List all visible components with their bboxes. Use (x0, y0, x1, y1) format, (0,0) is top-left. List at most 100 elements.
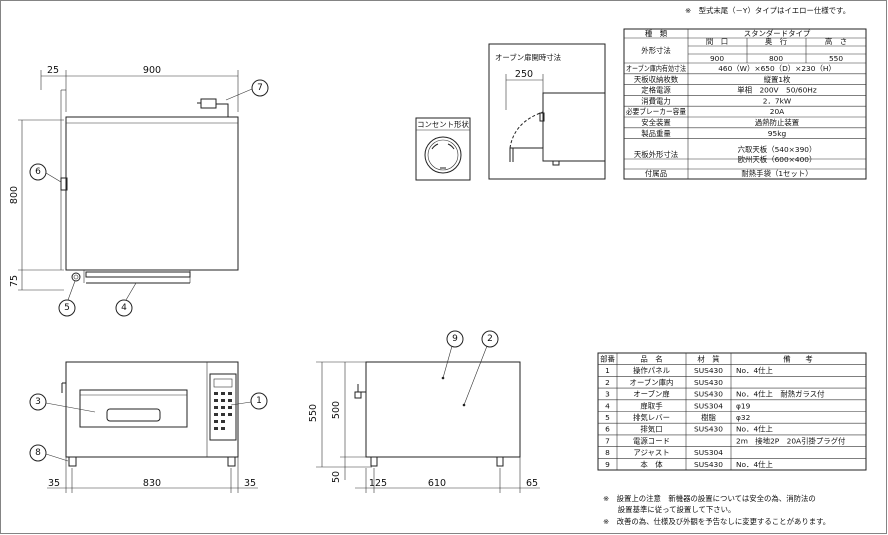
svg-text:六取天板（540×390）: 六取天板（540×390） (738, 145, 817, 154)
callout-8: 8 (29, 444, 69, 462)
parts-header: 材 質 (697, 355, 719, 364)
spec-value: 460（W）×650（D）×230（H） (718, 64, 836, 73)
spec-label: 必要ブレーカー容量 (626, 107, 687, 116)
parts-cell: 9 (605, 460, 610, 469)
parts-cell: 2 (605, 378, 610, 387)
spec-value: 単相 200V 50/60Hz (737, 86, 817, 95)
parts-header: 部番 (600, 355, 615, 364)
parts-cell: 排気レバー (633, 413, 670, 422)
parts-cell: SUS304 (694, 401, 723, 410)
spec-value: 縦置1枚 (764, 75, 791, 84)
parts-cell: No．4仕上 耐熱ガラス付 (736, 390, 825, 399)
side-elevation: 550 500 50 125 610 65 (308, 361, 540, 493)
svg-text:天板外形寸法: 天板外形寸法 (634, 150, 678, 159)
parts-cell: SUS430 (694, 425, 723, 434)
parts-cell: オーブン庫内 (630, 378, 674, 387)
callout-7: 7 (225, 79, 269, 101)
parts-cell: No．4仕上 (736, 425, 774, 434)
parts-header: 備 考 (783, 355, 813, 364)
door-label: オーブン扉開時寸法 (495, 53, 561, 62)
parts-cell: φ32 (736, 413, 750, 422)
note-line-1: ※ 設置上の注意 新機器の設置については安全の為、消防法の (603, 494, 816, 503)
parts-cell: アジャスト (633, 448, 669, 457)
svg-text:2: 2 (487, 334, 493, 344)
dim-125: 125 (369, 478, 387, 489)
svg-text:900: 900 (710, 54, 724, 63)
svg-text:6: 6 (35, 167, 41, 177)
dim-830: 830 (143, 478, 161, 489)
callout-3: 3 (29, 393, 96, 413)
spec-label: オーブン庫内有効寸法 (626, 64, 686, 73)
parts-cell: 樹脂 (701, 413, 716, 422)
callout-1: 1 (230, 392, 268, 410)
parts-cell: SUS430 (694, 378, 723, 387)
spec-label: 天板収納枚数 (634, 75, 679, 84)
parts-cell: 扉取手 (640, 401, 663, 410)
spec-value: 20A (770, 107, 784, 116)
dim-500: 500 (331, 401, 342, 419)
spec-table: 種 類 スタンダードタイプ 外形寸法 間 口 奥 行 高 さ 900 800 5… (623, 28, 867, 180)
svg-text:外形寸法: 外形寸法 (641, 46, 671, 55)
dim-800: 800 (9, 186, 20, 204)
dim-75: 75 (9, 275, 20, 287)
door-open-box: オーブン扉開時寸法 250 (488, 43, 606, 180)
parts-cell: 電源コード (633, 436, 670, 445)
svg-text:欧州天板（600×400）: 欧州天板（600×400） (738, 155, 817, 164)
parts-cell: φ19 (736, 401, 751, 410)
svg-text:3: 3 (35, 397, 41, 407)
spec-label: 製品重量 (641, 129, 671, 138)
parts-header: 品 名 (640, 355, 662, 364)
parts-cell: 6 (605, 425, 610, 434)
svg-text:5: 5 (64, 303, 70, 313)
parts-cell: 7 (605, 436, 610, 445)
model-note: ※ 型式末尾（－Y）タイプはイエロー仕様です。 (685, 6, 850, 15)
note-line-3: ※ 改善の為、仕様及び外観を予告なしに変更することがあります。 (603, 517, 830, 526)
front-elevation: 35 830 35 (47, 361, 258, 493)
dim-35-right: 35 (244, 478, 256, 489)
dim-25: 25 (47, 65, 59, 76)
parts-cell: 排気口 (640, 425, 662, 434)
svg-text:奥 行: 奥 行 (765, 37, 788, 46)
parts-cell: 本 体 (640, 460, 663, 469)
parts-cell: SUS430 (694, 460, 723, 469)
parts-cell: SUS304 (694, 448, 723, 457)
svg-text:間 口: 間 口 (706, 37, 728, 46)
parts-cell: 操作パネル (633, 366, 671, 375)
parts-cell: オーブン扉 (633, 390, 670, 399)
parts-cell: 4 (605, 401, 610, 410)
outlet-shape-box: コンセント形状 (415, 117, 471, 181)
svg-text:800: 800 (769, 54, 783, 63)
outlet-label: コンセント形状 (417, 120, 469, 129)
parts-cell: 5 (605, 413, 610, 422)
spec-value: 2．7kW (763, 96, 792, 105)
callout-6: 6 (29, 163, 62, 183)
svg-text:1: 1 (256, 396, 262, 406)
parts-cell: 1 (605, 366, 610, 375)
dim-65: 65 (526, 478, 538, 489)
svg-text:7: 7 (257, 83, 263, 93)
parts-cell: SUS430 (694, 366, 723, 375)
dim-550: 550 (308, 404, 319, 422)
svg-text:種 類: 種 類 (645, 29, 668, 38)
callout-4: 4 (115, 282, 137, 317)
parts-cell: No．4仕上 (736, 366, 774, 375)
door-dim-250: 250 (515, 69, 533, 80)
svg-text:耐熱手袋（1セット）: 耐熱手袋（1セット） (741, 169, 812, 178)
note-line-2: 設置基準に従って設置して下さい。 (603, 505, 735, 514)
front-view: 25 900 800 75 (9, 65, 239, 291)
parts-cell: 2m 接地2P 20A引掛プラグ付 (736, 436, 846, 445)
parts-cell: 8 (605, 448, 610, 457)
spec-label: 定格電源 (641, 86, 671, 95)
spec-value: 過熱防止装置 (755, 118, 799, 127)
svg-text:9: 9 (452, 334, 458, 344)
spec-label: 安全装置 (641, 118, 671, 127)
svg-text:4: 4 (121, 303, 127, 313)
dim-35-left: 35 (48, 478, 60, 489)
dim-900: 900 (143, 65, 161, 76)
svg-text:スタンダードタイプ: スタンダードタイプ (744, 29, 811, 38)
dim-50: 50 (331, 471, 342, 483)
dim-610: 610 (428, 478, 446, 489)
